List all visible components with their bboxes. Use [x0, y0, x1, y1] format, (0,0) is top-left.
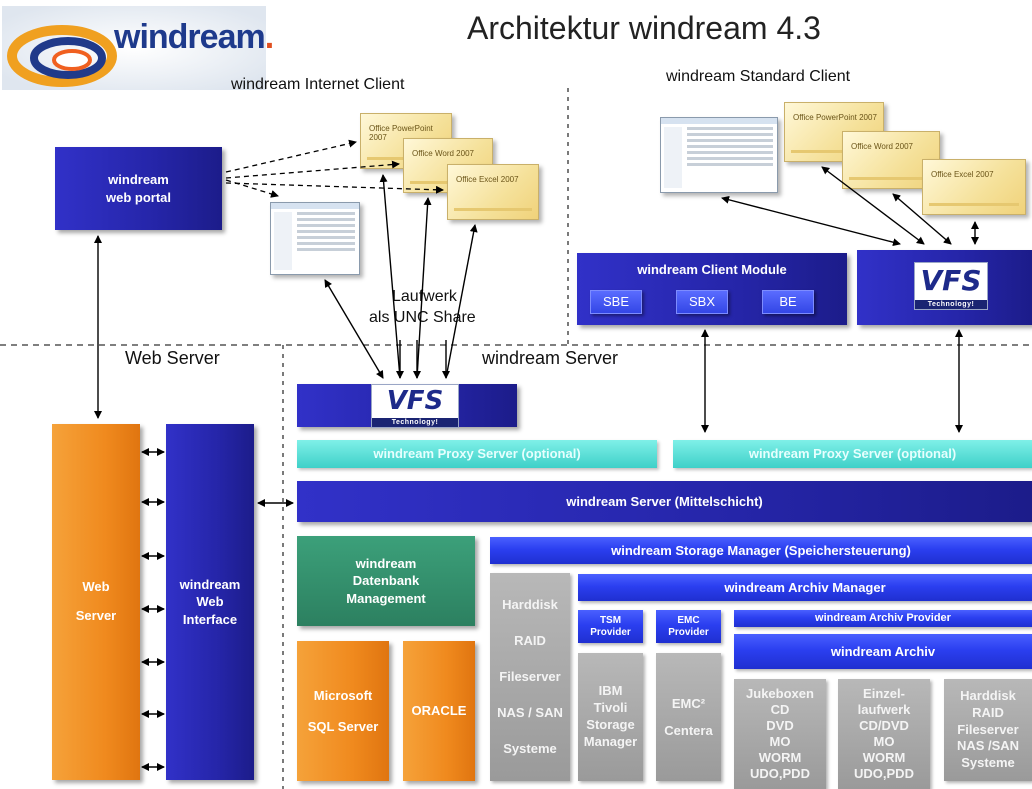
archiv-bar: windream Archiv: [734, 634, 1032, 669]
internet-client-label: windream Internet Client: [231, 76, 405, 93]
oracle-box: ORACLE: [403, 641, 475, 781]
explorer-screenshot-left: [270, 202, 360, 275]
excel-doc-icon-std: Office Excel 2007: [922, 159, 1026, 215]
windream-server-label: windream Server: [482, 348, 619, 368]
proxy-server-left: windream Proxy Server (optional): [297, 440, 657, 468]
sbe-pill: SBE: [590, 290, 642, 314]
logo-swirl-icon: [2, 6, 266, 90]
excel-doc-icon: Office Excel 2007: [447, 164, 539, 220]
archiv-provider-bar: windream Archiv Provider: [734, 610, 1032, 627]
vfs-server-logo: VFS Technology!: [371, 384, 459, 428]
unc-share-label-2: als UNC Share: [369, 309, 476, 326]
storage-manager-bar: windream Storage Manager (Speichersteuer…: [490, 537, 1032, 564]
server-middle-tier: windream Server (Mittelschicht): [297, 481, 1032, 522]
windream-logo: windream.: [2, 6, 274, 90]
unc-share-label-1: Laufwerk: [392, 288, 457, 305]
explorer-screenshot-right: [660, 117, 778, 193]
logo-text: windream.: [114, 18, 274, 56]
page-title: Architektur windream 4.3: [467, 10, 821, 46]
client-module-box: windream Client Module: [577, 253, 847, 325]
web-server-label: Web Server: [125, 348, 220, 368]
vfs-client-logo: VFS Technology!: [914, 262, 988, 310]
standard-client-label: windream Standard Client: [666, 68, 851, 85]
sbx-pill: SBX: [676, 290, 728, 314]
archiv-manager-bar: windream Archiv Manager: [578, 574, 1032, 601]
be-pill: BE: [762, 290, 814, 314]
proxy-server-right: windream Proxy Server (optional): [673, 440, 1032, 468]
